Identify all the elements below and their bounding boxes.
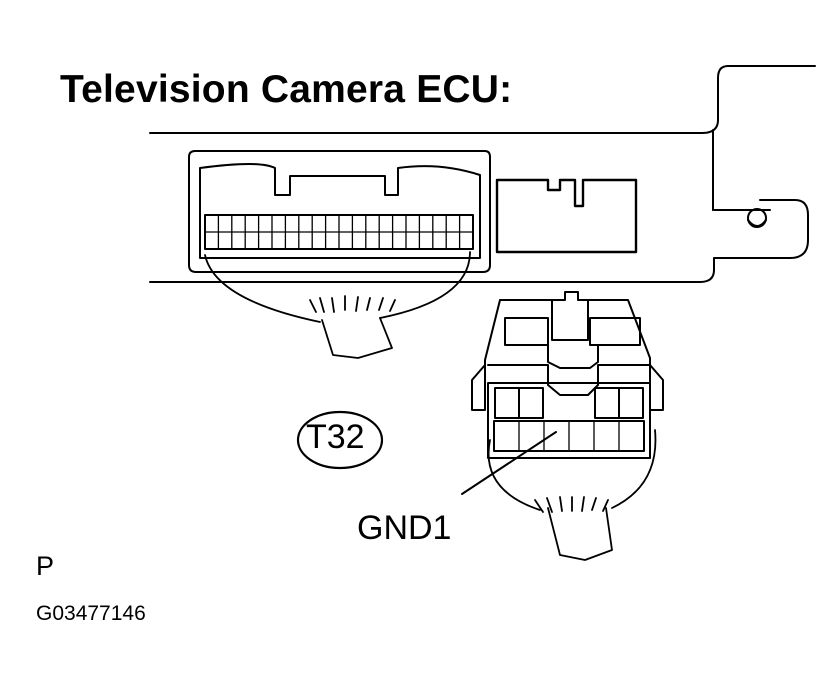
harness-side-connector (471, 291, 664, 459)
ecu-harness (204, 251, 471, 359)
ecu-housing (149, 65, 816, 283)
ecu-side-connector (188, 150, 491, 273)
connector-code-ellipse (296, 410, 384, 470)
figure-id: G03477146 (36, 602, 146, 625)
ecu-side-port (495, 178, 638, 254)
harness-terminal-grid (518, 420, 620, 452)
diagram-title: Television Camera ECU: (60, 68, 513, 111)
pin-label-gnd1: GND1 (357, 509, 452, 547)
harness-wire-bundle (487, 429, 657, 561)
corner-mark: P (36, 551, 55, 581)
ecu-terminal-grid (204, 214, 474, 250)
connector-code-label: T32 (306, 418, 365, 456)
gnd1-leader-line (461, 431, 557, 495)
